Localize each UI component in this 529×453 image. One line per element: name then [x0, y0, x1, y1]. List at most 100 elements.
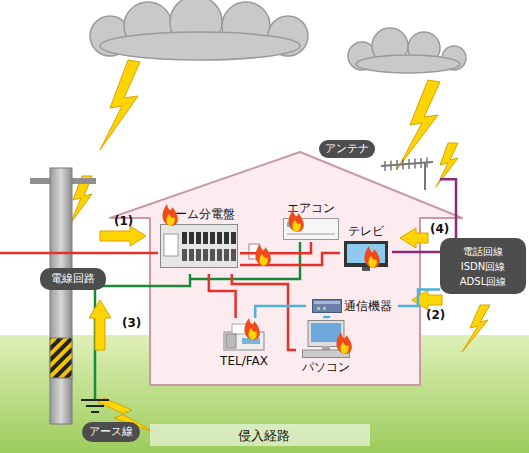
board-part	[196, 232, 201, 244]
callout-number: (4)	[430, 222, 449, 236]
board-part	[217, 249, 222, 261]
antenna-part	[426, 158, 428, 168]
caption-band	[150, 424, 370, 446]
antenna-icon	[377, 154, 437, 190]
intrusion-arrow	[100, 226, 146, 246]
board-part	[196, 249, 201, 261]
node-label: ADSL回線	[460, 275, 506, 288]
antenna-part	[384, 161, 386, 171]
node-label: TEL/FAX	[220, 354, 268, 369]
node-label: 通信機器	[344, 299, 392, 314]
callout-bubble: アース線	[82, 422, 140, 442]
aircon-part	[287, 233, 335, 235]
fire-icon	[248, 328, 256, 340]
node-label: テレビ	[348, 224, 384, 239]
node-label: アース線	[89, 425, 133, 439]
board-part	[182, 249, 187, 261]
device-node: エアコン	[282, 198, 340, 242]
callout-number: (2)	[426, 308, 445, 322]
ground-symbol	[91, 411, 99, 413]
comm-part	[317, 307, 320, 310]
node-label: パソコン	[302, 360, 350, 375]
board-part	[164, 234, 178, 256]
tel-part	[242, 338, 260, 344]
tv-icon	[344, 241, 388, 271]
wire-connector	[240, 253, 340, 265]
tel-part	[226, 334, 236, 348]
fire-icon	[166, 214, 174, 226]
node-label: ISDN回線	[461, 260, 505, 273]
fire-icon	[292, 220, 300, 232]
board-part	[231, 232, 236, 244]
pc-part	[322, 346, 330, 350]
board-part	[182, 232, 187, 244]
tv-part	[362, 267, 370, 271]
callout-bubble: 電話回線 ISDN回線 ADSL回線	[440, 238, 526, 294]
pc-part	[311, 323, 341, 342]
caption-label: 侵入経路	[238, 427, 290, 445]
aircon-part	[287, 222, 297, 227]
cloud-base	[356, 55, 460, 73]
board-part	[161, 224, 238, 267]
wall-outlet	[249, 244, 259, 259]
node-label: アンテナ	[319, 140, 375, 158]
utility-pole	[50, 168, 72, 424]
pc-icon	[302, 320, 350, 358]
fire-icon	[259, 254, 267, 266]
board-part	[224, 232, 229, 244]
wire-connector	[240, 242, 311, 253]
comm-icon	[312, 299, 342, 313]
board-part	[231, 249, 236, 261]
wire-connector	[398, 290, 440, 306]
lightning-bolt	[462, 305, 490, 352]
board-part	[203, 232, 208, 244]
intrusion-arrow	[400, 228, 428, 248]
device-node: テレビ	[340, 222, 392, 272]
earth-wire	[95, 274, 190, 400]
node-label: 電話回線	[463, 245, 503, 258]
board-part	[210, 249, 215, 261]
pc-part	[303, 350, 350, 358]
board-part	[189, 249, 194, 261]
board-part	[217, 232, 222, 244]
device-node: パソコン	[296, 318, 356, 376]
tel-part	[224, 332, 264, 350]
device-node: 通信機器	[306, 296, 398, 316]
board-part	[203, 249, 208, 261]
antenna-part	[420, 158, 422, 168]
tv-part	[347, 244, 385, 263]
board-part	[210, 232, 215, 244]
wire-connector	[255, 306, 306, 318]
intrusion-arrow	[89, 300, 111, 350]
node-label: ホーム分電盤	[163, 207, 235, 222]
antenna-part	[390, 161, 392, 171]
callout-number: (1)	[114, 214, 133, 228]
tv-part	[344, 241, 388, 267]
fire-icon	[340, 342, 348, 354]
fire-icon	[162, 204, 177, 226]
antenna-part	[424, 163, 426, 190]
power-line	[0, 252, 158, 255]
antenna-part	[408, 159, 410, 169]
pole-warning-band	[50, 338, 72, 378]
antenna-part	[396, 160, 398, 170]
ground-symbol	[86, 405, 104, 407]
aircon-icon	[283, 218, 339, 240]
node-label: エアコン	[287, 201, 335, 216]
tel-part	[232, 324, 252, 334]
comm-part	[314, 301, 340, 304]
fire-icon	[336, 332, 351, 354]
tel-icon	[222, 322, 266, 352]
ground-symbol	[81, 399, 109, 401]
device-node: アンテナ	[316, 140, 440, 196]
cloud-base	[100, 32, 300, 60]
fire-icon	[364, 246, 379, 268]
board-part	[224, 249, 229, 261]
fire-icon	[368, 256, 376, 268]
fire-icon	[288, 210, 303, 232]
